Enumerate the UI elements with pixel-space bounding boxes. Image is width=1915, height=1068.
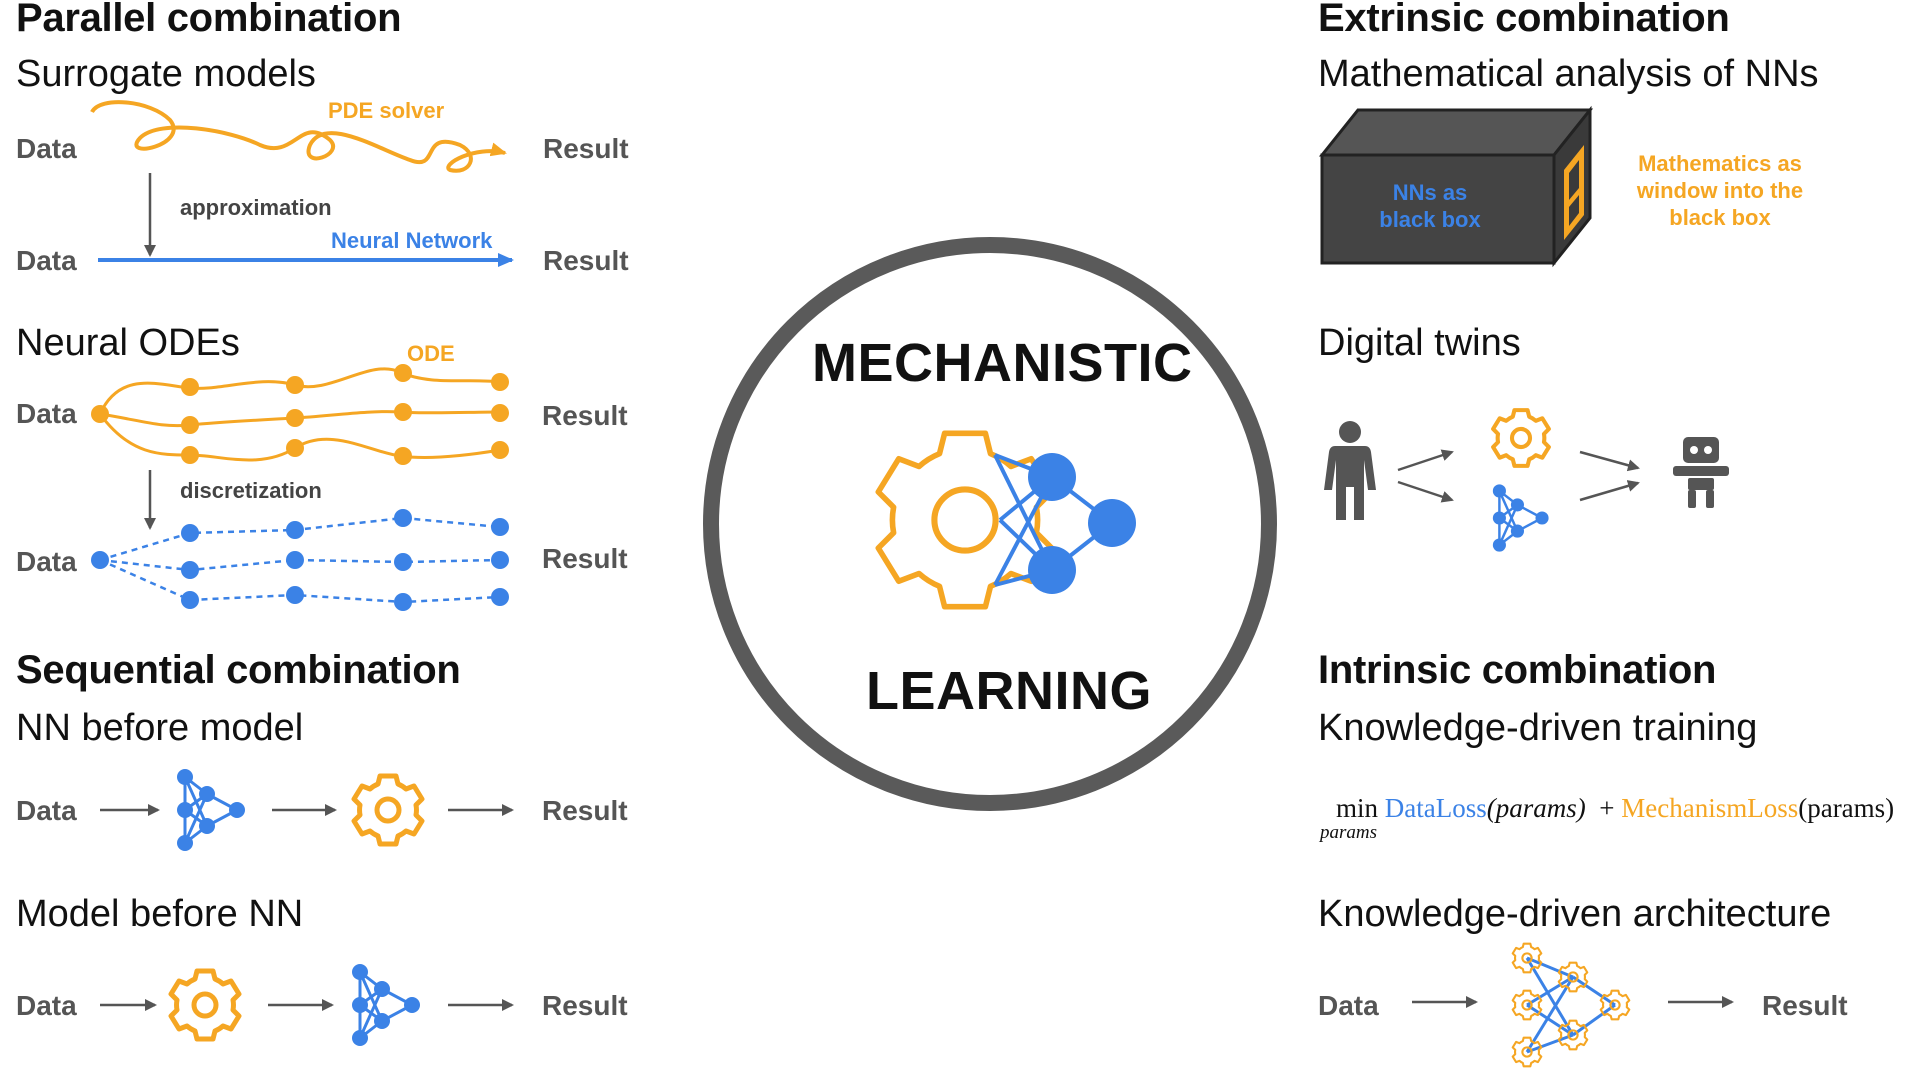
nn-before-model-result: Result [542,795,628,826]
architecture-data: Data [1318,990,1379,1021]
model-before-nn-data: Data [16,990,77,1021]
window-label-line2: window into the [1636,178,1804,203]
learning-label: LEARNING [866,661,1152,721]
arrow-icon [1579,450,1640,472]
formula-subscript: params [1320,822,1378,843]
neural-network-icon [1491,483,1550,553]
knowledge-architecture-title: Knowledge-driven architecture [1318,893,1832,935]
window-label-line1: Mathematics as [1638,151,1802,176]
robot-icon [1673,437,1729,508]
knowledge-architecture-icon [1511,942,1631,1068]
math-analysis-title: Mathematical analysis of NNs [1318,53,1819,95]
digital-twins-title: Digital twins [1318,322,1521,364]
nn-before-model-title: NN before model [16,707,304,749]
discrete-points [91,509,509,611]
model-before-nn-result: Result [542,990,628,1021]
formula-min: min [1336,793,1379,823]
model-before-nn-title: Model before NN [16,893,304,935]
odes-result-bottom: Result [542,543,628,574]
surrogate-data-top: Data [16,133,77,164]
formula-data-loss: DataLoss [1384,793,1487,823]
pde-solver-label: PDE solver [328,98,445,123]
arrow-icon [1397,480,1454,503]
surrogate-models-title: Surrogate models [16,53,316,95]
loss-formula: min DataLoss(params) + MechanismLoss(par… [1336,793,1894,824]
discretization-label: discretization [180,478,322,503]
black-box-icon [1318,105,1594,268]
black-box-label: NNs as black box [1370,179,1490,233]
odes-data-bottom: Data [16,546,77,577]
approximation-label: approximation [180,195,332,220]
neural-odes-title: Neural ODEs [16,322,240,364]
parallel-combination-title: Parallel combination [16,0,402,40]
surrogate-data-bottom: Data [16,245,77,276]
pde-solver-curve [90,100,507,173]
window-label: Mathematics as window into the black box [1620,150,1820,231]
window-label-line3: black box [1669,205,1771,230]
sequential-combination-title: Sequential combination [16,648,461,692]
black-box-label-line1: NNs as [1392,180,1468,205]
black-box-label-line2: black box [1379,207,1481,232]
mechanistic-label: MECHANISTIC [812,333,1193,393]
ode-label: ODE [407,341,455,366]
knowledge-training-title: Knowledge-driven training [1318,707,1758,749]
formula-mechanism-loss: MechanismLoss [1621,793,1799,823]
formula-plus: + [1599,793,1615,823]
surrogate-result-top: Result [543,133,629,164]
odes-data-top: Data [16,398,77,429]
formula-data-loss-arg: (params) [1486,793,1586,823]
window-icon [1564,145,1584,240]
person-icon [1324,421,1376,520]
formula-mechanism-loss-arg: (params) [1798,793,1895,823]
surrogate-result-bottom: Result [543,245,629,276]
arrow-icon [1397,449,1454,472]
nn-before-model-data: Data [16,795,77,826]
arrow-icon [1579,480,1640,502]
gear-icon [354,776,422,844]
central-neural-network-icon [993,453,1136,594]
extrinsic-combination-title: Extrinsic combination [1318,0,1730,40]
neural-network-icon [175,767,247,853]
odes-result-top: Result [542,400,628,431]
architecture-result: Result [1762,990,1848,1021]
gear-icon [171,971,239,1039]
ode-points [91,364,509,465]
gear-icon [1493,410,1549,466]
neural-network-icon [350,962,422,1048]
neural-network-label: Neural Network [331,228,493,253]
intrinsic-combination-title: Intrinsic combination [1318,648,1717,692]
